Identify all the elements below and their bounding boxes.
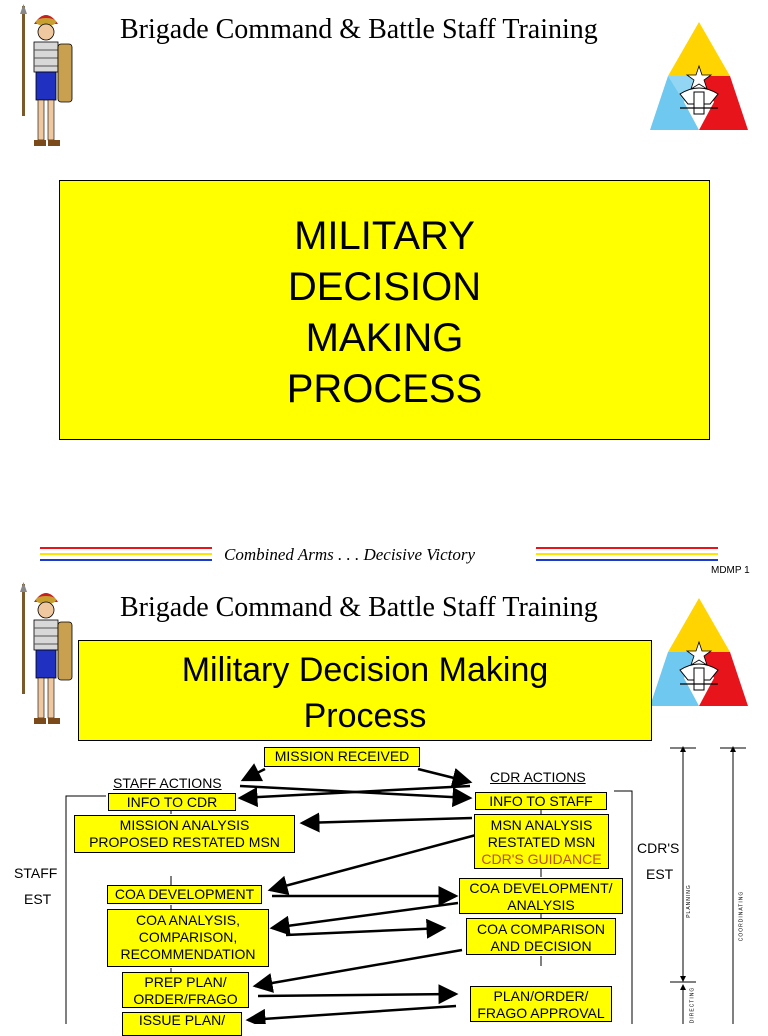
footer-stripes-left <box>40 547 212 561</box>
title-line-4: PROCESS <box>286 367 483 411</box>
plan-order-line-1: PLAN/ORDER/ <box>493 988 589 1004</box>
flow-arrows <box>65 746 746 1024</box>
coa-comparison-line-1: COA COMPARISON <box>476 921 606 937</box>
slide-1: Brigade Command & Battle Staff Training … <box>20 4 750 576</box>
prep-plan-line-1: PREP PLAN/ <box>144 974 227 990</box>
cdr-est-label-1: CDR'S <box>637 840 680 856</box>
title-line-1: MILITARY <box>294 214 475 258</box>
mission-received-label: MISSION RECEIVED <box>274 748 410 764</box>
cdr-guidance-line: CDR'S GUIDANCE <box>481 851 602 867</box>
footer-stripes-right <box>536 547 718 561</box>
coa-analysis-box: COA ANALYSIS, COMPARISON, RECOMMENDATION <box>107 909 269 967</box>
title-line-1: Military Decision Making <box>181 651 549 689</box>
header-title: Brigade Command & Battle Staff Training <box>120 592 598 623</box>
info-to-staff-box: INFO TO STAFF <box>475 792 607 810</box>
roman-soldier-illustration <box>20 582 73 724</box>
title-line-2: DECISION <box>287 265 482 309</box>
coa-analysis-line-3: RECOMMENDATION <box>120 946 256 962</box>
info-to-staff-label: INFO TO STAFF <box>489 793 593 809</box>
info-to-cdr-label: INFO TO CDR <box>126 794 218 810</box>
staff-est-label-1: STAFF <box>14 865 58 881</box>
msn-analysis-box: MSN ANALYSIS RESTATED MSN CDR'S GUIDANCE <box>474 814 609 869</box>
planning-label: PLANNING <box>685 884 692 918</box>
msn-analysis-line-1: MSN ANALYSIS <box>490 817 593 833</box>
staff-actions-heading: STAFF ACTIONS <box>113 775 222 791</box>
coa-comparison-box: COA COMPARISON AND DECISION <box>466 918 616 955</box>
staff-est-label-2: EST <box>24 891 52 907</box>
info-to-cdr-box: INFO TO CDR <box>108 793 236 811</box>
title-line-3: MAKING <box>305 316 464 360</box>
coa-development-box: COA DEVELOPMENT <box>107 885 262 904</box>
armor-unit-logo <box>650 22 748 130</box>
coordinating-label: COORDINATING <box>738 890 745 942</box>
coa-comparison-line-2: AND DECISION <box>490 938 592 954</box>
cdr-est-label-2: EST <box>646 866 674 882</box>
coa-analysis-line-2: COMPARISON, <box>138 929 238 945</box>
title-box: MILITARY DECISION MAKING PROCESS <box>59 180 710 440</box>
mission-analysis-line-1: MISSION ANALYSIS <box>119 817 250 833</box>
directing-label: DIRECTING <box>689 986 696 1024</box>
title-line-2: Process <box>303 697 427 735</box>
title-box: Military Decision Making Process <box>78 640 652 741</box>
prep-plan-box: PREP PLAN/ ORDER/FRAGO <box>122 972 249 1008</box>
issue-plan-box: ISSUE PLAN/ <box>122 1012 242 1036</box>
issue-plan-line-1: ISSUE PLAN/ <box>138 1012 226 1028</box>
mission-analysis-line-2: PROPOSED RESTATED MSN <box>89 834 280 850</box>
footer-motto: Combined Arms . . . Decisive Victory <box>224 545 476 564</box>
roman-soldier-illustration <box>20 4 73 146</box>
prep-plan-line-2: ORDER/FRAGO <box>133 991 238 1007</box>
slide-2: Brigade Command & Battle Staff Training … <box>0 580 768 1036</box>
coa-dev-analysis-line-1: COA DEVELOPMENT/ <box>469 880 613 896</box>
armor-unit-logo <box>650 598 748 706</box>
cdr-actions-heading: CDR ACTIONS <box>490 769 586 785</box>
mission-analysis-box: MISSION ANALYSIS PROPOSED RESTATED MSN <box>74 815 295 853</box>
coa-analysis-line-1: COA ANALYSIS, <box>135 912 240 928</box>
coa-development-label: COA DEVELOPMENT <box>114 886 255 902</box>
mission-received-box: MISSION RECEIVED <box>264 747 420 767</box>
coa-dev-analysis-line-2: ANALYSIS <box>507 897 575 913</box>
plan-order-line-2: FRAGO APPROVAL <box>477 1005 605 1021</box>
slide-number: MDMP 1 <box>711 565 750 576</box>
plan-order-approval-box: PLAN/ORDER/ FRAGO APPROVAL <box>470 986 612 1022</box>
header-title: Brigade Command & Battle Staff Training <box>120 14 598 45</box>
coa-dev-analysis-box: COA DEVELOPMENT/ ANALYSIS <box>459 878 623 914</box>
msn-analysis-line-2: RESTATED MSN <box>487 834 596 850</box>
